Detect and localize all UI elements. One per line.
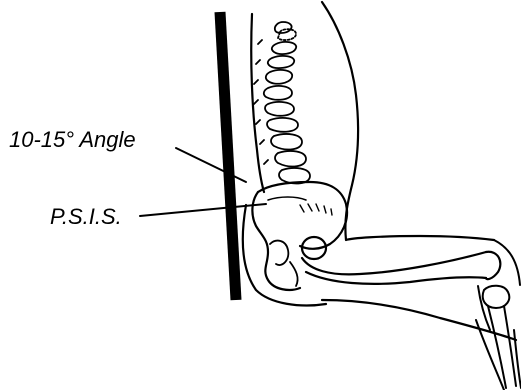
angle-leader-line [176,148,246,182]
spine [254,22,310,183]
angle-label: 10-15° Angle [9,129,136,151]
psis-leader-line [140,204,266,216]
psis-label: P.S.I.S. [50,206,122,228]
knee-front [494,240,520,285]
front-abdomen-outline [322,2,494,240]
seat-back [220,12,236,300]
